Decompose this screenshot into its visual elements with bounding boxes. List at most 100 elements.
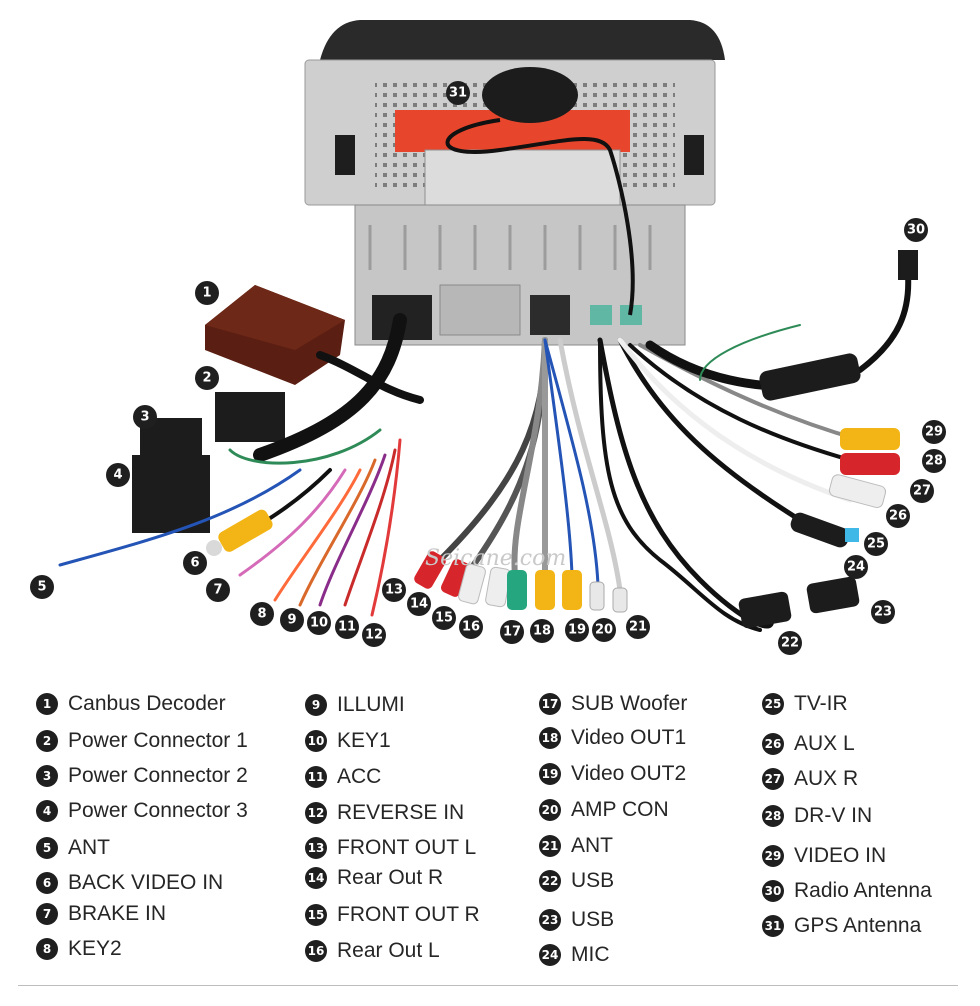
svg-text:16: 16 (462, 620, 480, 635)
canbus-decoder (205, 285, 345, 385)
svg-text:11: 11 (338, 620, 356, 635)
svg-text:2: 2 (202, 371, 211, 386)
svg-text:31: 31 (449, 86, 467, 101)
callout-badge-8: 8 (250, 602, 274, 626)
svg-text:28: 28 (925, 454, 943, 469)
svg-text:29: 29 (925, 425, 943, 440)
svg-text:7: 7 (213, 583, 222, 598)
svg-text:22: 22 (781, 636, 799, 651)
svg-text:20: 20 (595, 623, 613, 638)
svg-text:3: 3 (140, 410, 149, 425)
callout-badge-16: 16 (459, 615, 483, 639)
bottom-divider (18, 985, 958, 986)
callout-badge-21: 21 (626, 615, 650, 639)
svg-text:30: 30 (907, 223, 925, 238)
callout-badge-31: 31 (446, 81, 470, 105)
svg-text:24: 24 (847, 560, 865, 575)
callout-badge-5: 5 (30, 575, 54, 599)
callout-badge-12: 12 (362, 623, 386, 647)
callout-badge-24: 24 (844, 555, 868, 579)
watermark: Seicane.com (425, 546, 566, 571)
back-video-rca (206, 509, 273, 556)
wire-harness (58, 313, 424, 617)
svg-text:25: 25 (867, 537, 885, 552)
callout-badge-4: 4 (106, 463, 130, 487)
callout-badge-10: 10 (307, 611, 331, 635)
svg-text:5: 5 (37, 580, 46, 595)
callout-badge-28: 28 (922, 449, 946, 473)
callout-badge-26: 26 (886, 504, 910, 528)
head-unit-wiring-illustration: Seicane.com 31 1 30 2 3 4 29 28 27 26 25… (30, 20, 946, 655)
callout-badge-15: 15 (432, 606, 456, 630)
callout-badge-6: 6 (183, 551, 207, 575)
svg-text:23: 23 (874, 605, 892, 620)
callout-badge-30: 30 (904, 218, 928, 242)
svg-text:14: 14 (410, 597, 428, 612)
svg-text:26: 26 (889, 509, 907, 524)
svg-text:13: 13 (385, 583, 403, 598)
power-connectors (132, 392, 285, 533)
callout-badge-19: 19 (565, 618, 589, 642)
callout-badge-22: 22 (778, 631, 802, 655)
callout-badge-14: 14 (407, 592, 431, 616)
callout-badge-13: 13 (382, 578, 406, 602)
callout-badge-11: 11 (335, 615, 359, 639)
svg-text:9: 9 (287, 613, 296, 628)
callout-badge-3: 3 (133, 405, 157, 429)
callout-badge-17: 17 (500, 620, 524, 644)
svg-text:10: 10 (310, 616, 328, 631)
svg-text:4: 4 (113, 468, 122, 483)
right-side-plugs (738, 250, 918, 629)
callout-badge-27: 27 (910, 479, 934, 503)
svg-text:18: 18 (533, 624, 551, 639)
svg-text:1: 1 (202, 286, 211, 301)
callout-badge-29: 29 (922, 420, 946, 444)
svg-text:8: 8 (257, 607, 266, 622)
callout-badge-1: 1 (195, 281, 219, 305)
head-unit (304, 20, 725, 346)
rca-bundle-cables (437, 337, 623, 593)
svg-text:12: 12 (365, 628, 383, 643)
callout-badge-23: 23 (871, 600, 895, 624)
svg-text:19: 19 (568, 623, 586, 638)
rca-plugs (414, 551, 628, 613)
svg-text:15: 15 (435, 611, 453, 626)
callout-badge-20: 20 (592, 618, 616, 642)
callout-badge-25: 25 (864, 532, 888, 556)
svg-text:27: 27 (913, 484, 931, 499)
gps-antenna (445, 67, 635, 316)
callout-badge-7: 7 (206, 578, 230, 602)
callout-badge-18: 18 (530, 619, 554, 643)
callout-badge-2: 2 (195, 366, 219, 390)
callout-badge-9: 9 (280, 608, 304, 632)
